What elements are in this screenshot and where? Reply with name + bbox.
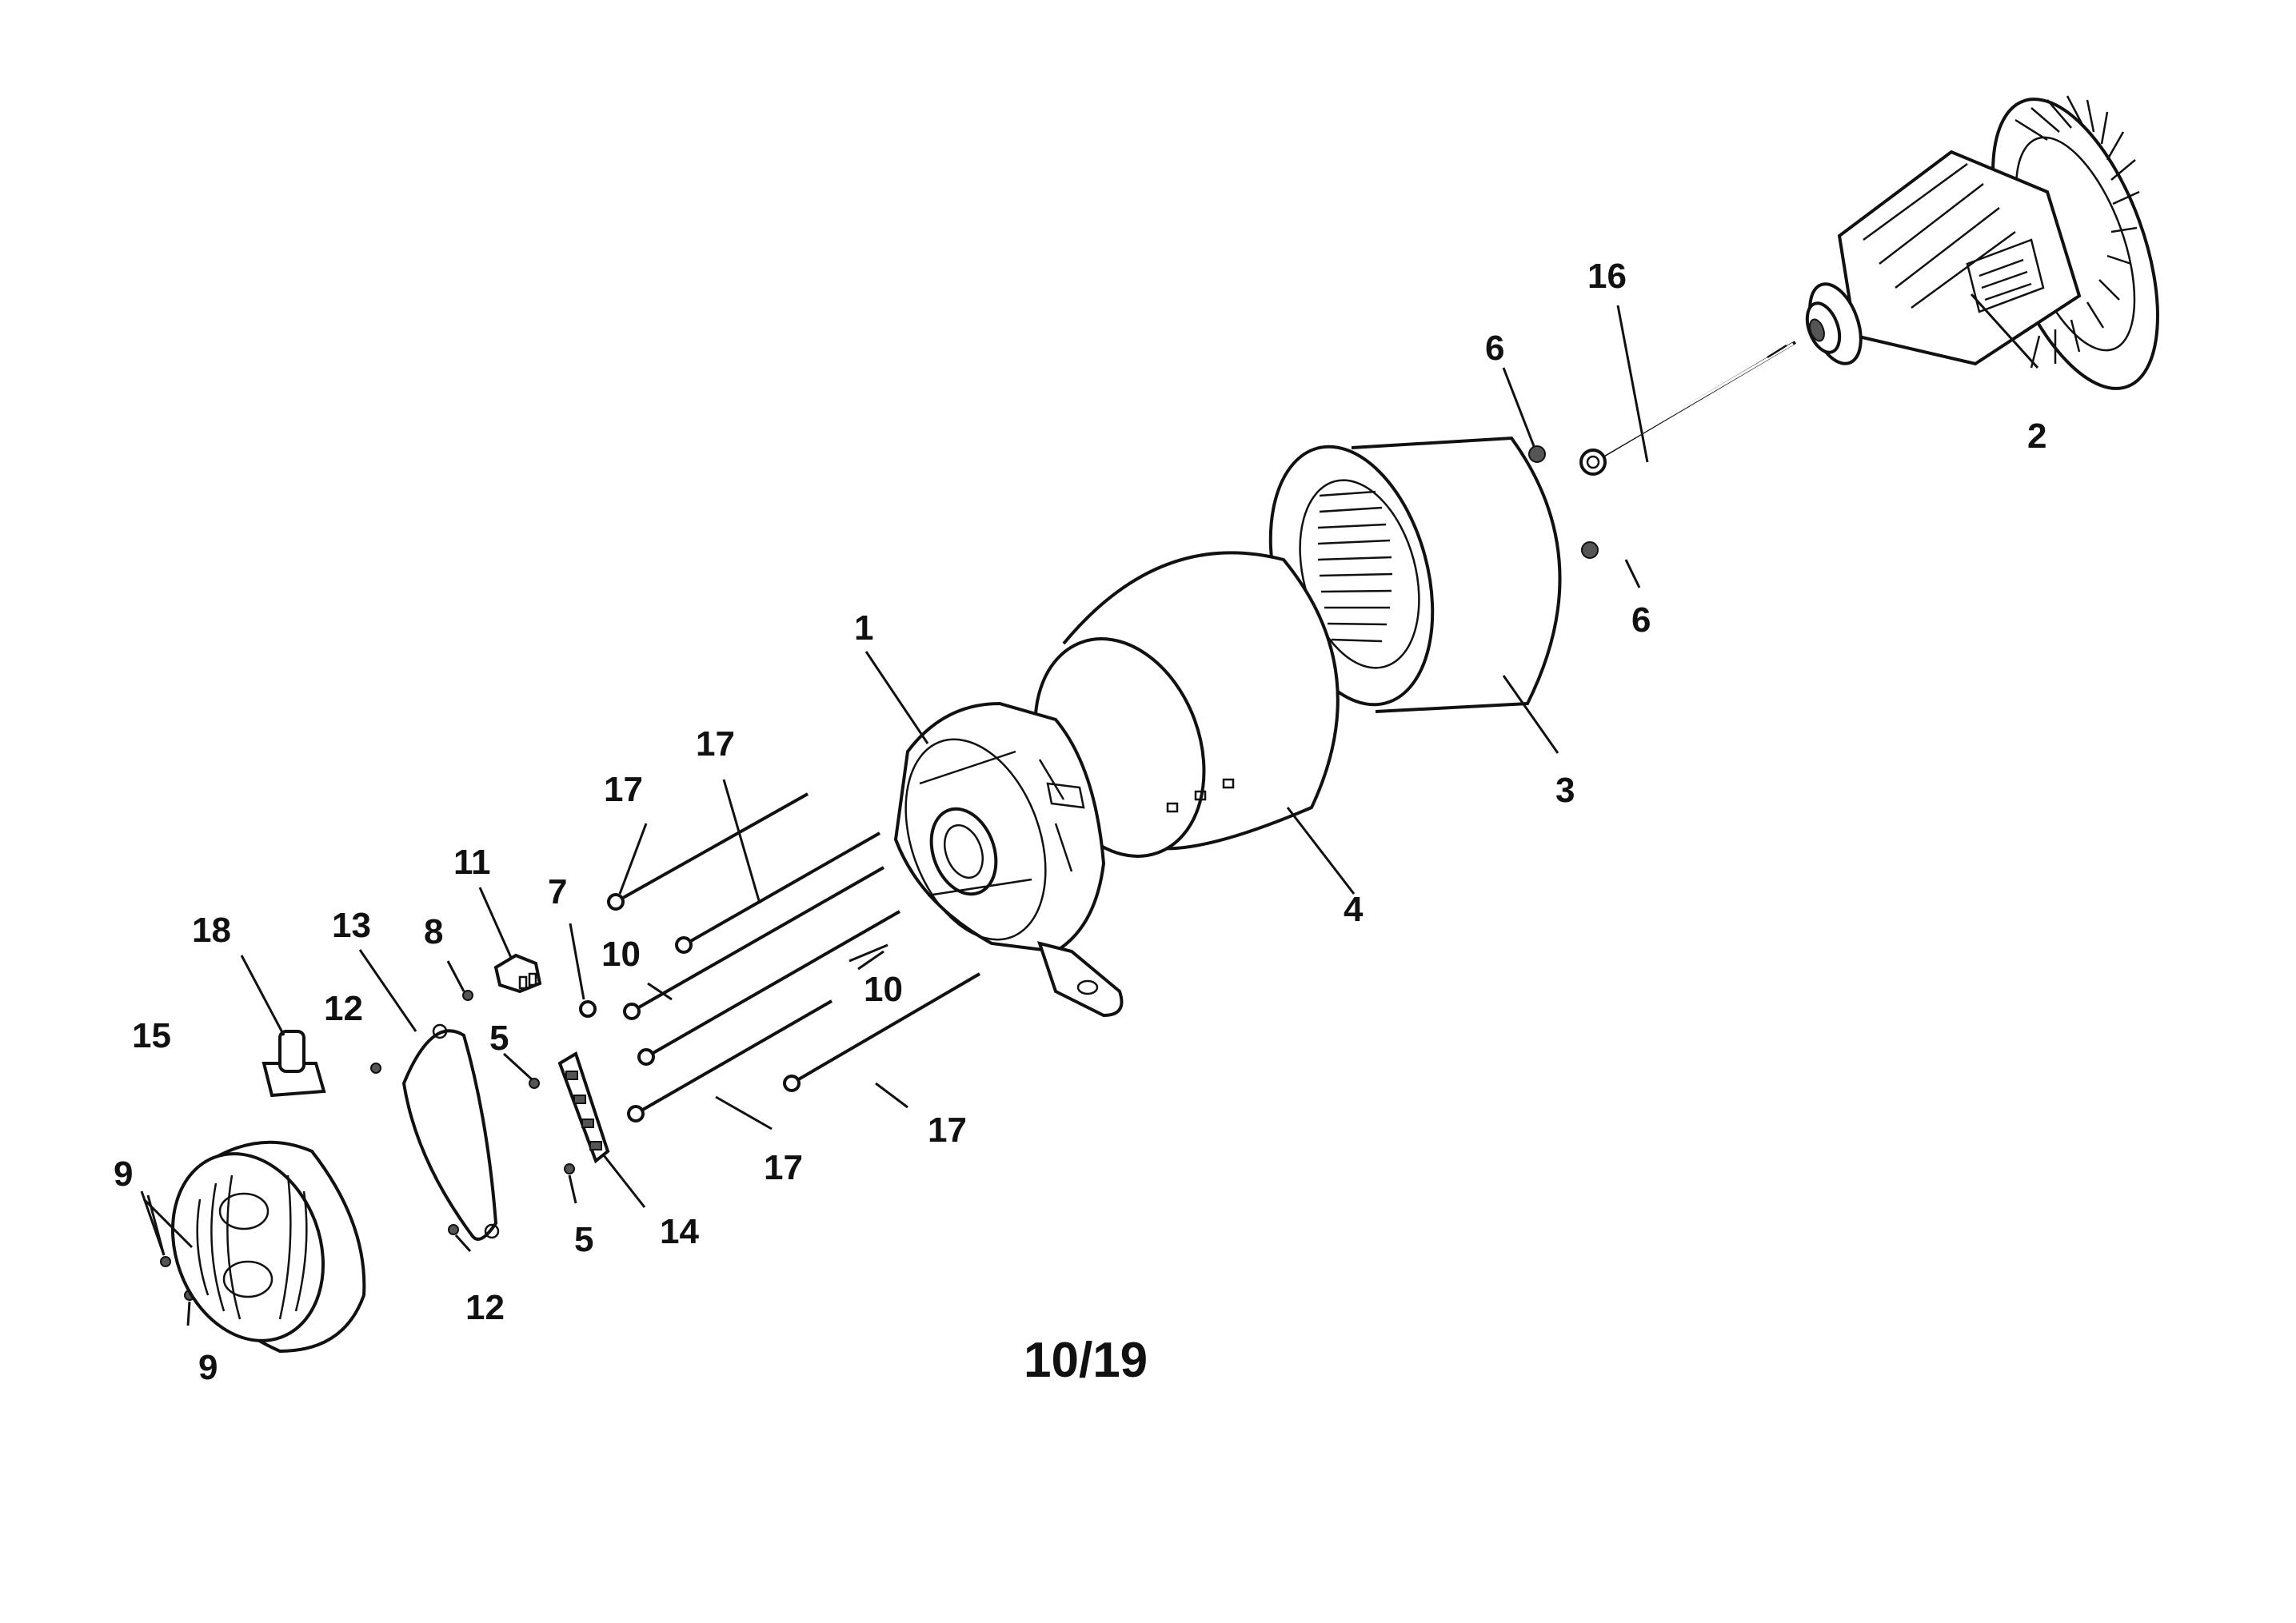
callout-15: 15 bbox=[132, 1016, 171, 1055]
leader-lines bbox=[140, 293, 2039, 1326]
callout-1: 1 bbox=[854, 608, 873, 648]
callout-14: 14 bbox=[660, 1212, 699, 1251]
callout-6-upper: 6 bbox=[1485, 329, 1504, 368]
callout-12-lower: 12 bbox=[465, 1288, 505, 1327]
callout-18: 18 bbox=[192, 911, 231, 950]
callout-13: 13 bbox=[332, 906, 371, 945]
rotor-assembly-part bbox=[1805, 95, 2159, 390]
side-cover-part bbox=[401, 1023, 500, 1241]
callout-17-lower-right: 17 bbox=[928, 1111, 967, 1150]
callout-2: 2 bbox=[2027, 417, 2046, 456]
callout-labels: 1 2 3 4 5 5 6 6 7 8 9 9 10 10 11 12 12 1… bbox=[114, 257, 2046, 1387]
callout-17-upper: 17 bbox=[696, 724, 735, 764]
end-cap-part bbox=[170, 1140, 366, 1354]
callout-9-upper: 9 bbox=[114, 1154, 133, 1194]
terminal-block-part bbox=[557, 1051, 610, 1164]
callout-17-lower-middle: 17 bbox=[764, 1148, 803, 1187]
callout-6-lower: 6 bbox=[1631, 600, 1651, 640]
callout-3: 3 bbox=[1555, 771, 1575, 810]
through-bolt-part bbox=[1579, 341, 1797, 476]
callout-4: 4 bbox=[1344, 890, 1364, 929]
tie-rod-part bbox=[607, 792, 981, 1123]
callout-10-left: 10 bbox=[601, 935, 641, 974]
callout-5-lower: 5 bbox=[574, 1220, 593, 1259]
callout-7: 7 bbox=[548, 872, 567, 911]
callout-11: 11 bbox=[453, 843, 491, 882]
switch-part bbox=[262, 1030, 326, 1098]
nut-part bbox=[1528, 445, 1599, 559]
callout-8: 8 bbox=[424, 912, 443, 951]
callout-5-upper: 5 bbox=[489, 1019, 509, 1058]
callout-9-lower: 9 bbox=[198, 1348, 218, 1387]
brush-holder-part bbox=[493, 953, 542, 994]
callout-10-right: 10 bbox=[864, 970, 903, 1009]
end-bracket-part bbox=[893, 701, 1124, 1018]
callout-16: 16 bbox=[1587, 257, 1627, 296]
figure-number: 10/19 bbox=[1024, 1333, 1148, 1388]
callout-17-far-left: 17 bbox=[604, 770, 643, 809]
callout-12-upper: 12 bbox=[324, 989, 363, 1028]
